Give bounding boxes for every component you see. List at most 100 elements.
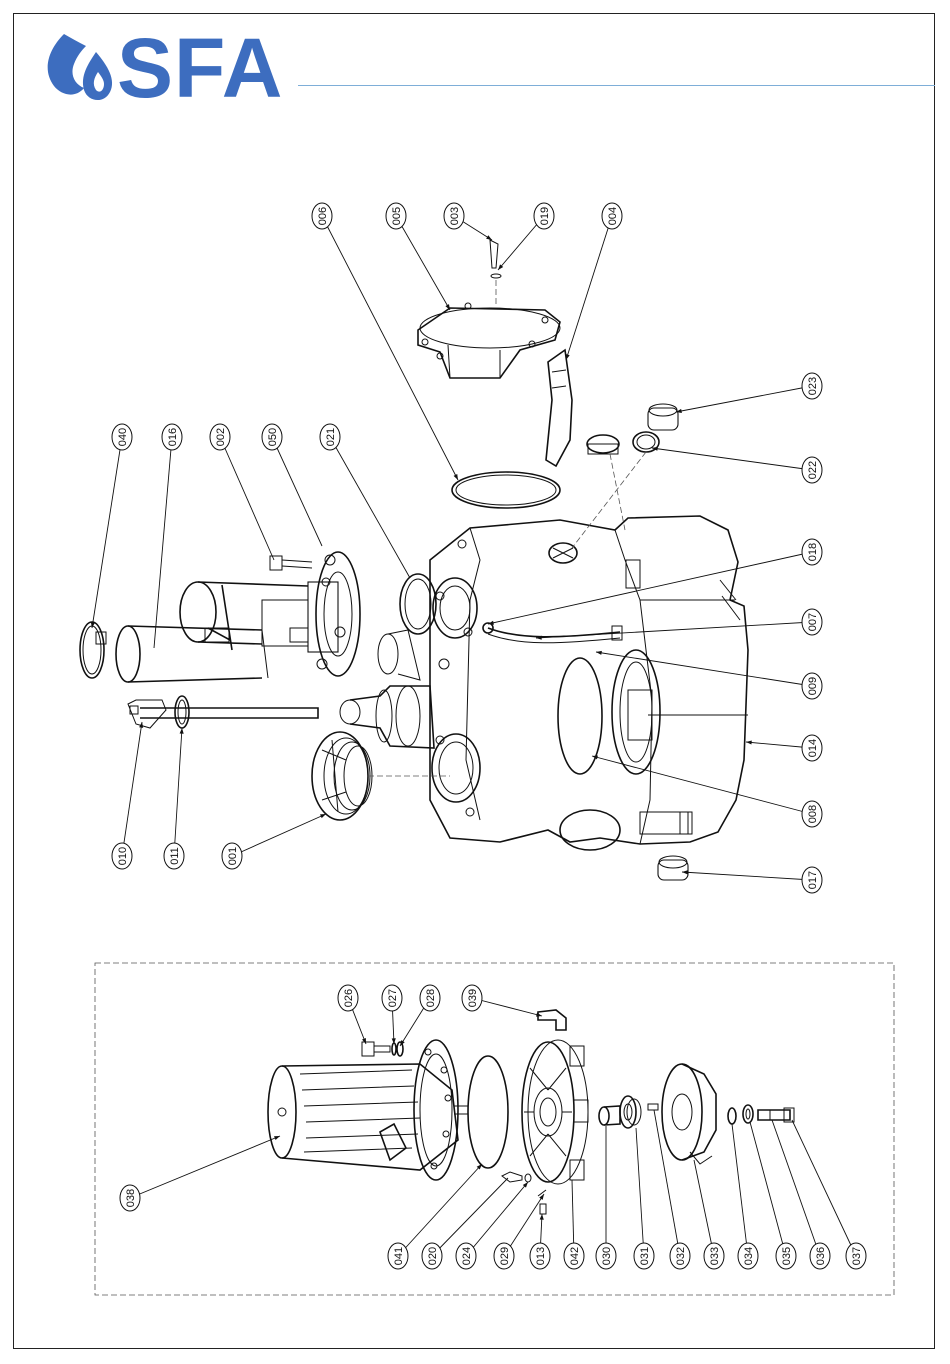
leader-line	[398, 1164, 482, 1256]
pump-casing	[430, 516, 748, 844]
pin-032	[648, 1104, 658, 1110]
hose	[488, 628, 620, 637]
leader-line	[750, 1122, 786, 1256]
callout-001: 001	[222, 814, 326, 869]
casing-edge	[615, 530, 652, 844]
leader-line	[122, 722, 142, 856]
callout-label: 016	[167, 428, 179, 446]
washer-035	[743, 1105, 753, 1123]
clamp-040	[80, 622, 104, 678]
callout-027: 027	[382, 985, 402, 1044]
callout-022: 022	[652, 447, 822, 483]
leader-line	[694, 1160, 714, 1256]
callout-label: 033	[709, 1247, 721, 1265]
callout-label: 034	[743, 1247, 755, 1265]
callout-004: 004	[566, 203, 622, 360]
callout-label: 019	[539, 207, 551, 225]
plug-017	[658, 860, 688, 880]
callout-014: 014	[746, 735, 822, 761]
callout-032: 032	[654, 1110, 690, 1269]
callout-005: 005	[386, 203, 450, 310]
callout-label: 041	[393, 1247, 405, 1265]
leader-line	[220, 437, 274, 560]
plug-013	[540, 1204, 546, 1214]
sleeve-030	[599, 1107, 609, 1125]
plug-023	[648, 408, 678, 430]
callout-011: 011	[164, 728, 184, 869]
lower-assembly	[268, 1010, 794, 1214]
callout-label: 035	[781, 1247, 793, 1265]
leader-arrow	[180, 728, 184, 734]
callout-label: 001	[227, 847, 239, 865]
callout-label: 010	[117, 847, 129, 865]
callout-label: 005	[391, 207, 403, 225]
washer-019	[491, 274, 501, 278]
callout-030: 030	[596, 1126, 616, 1269]
elbow-039	[538, 1010, 566, 1030]
callout-label: 011	[169, 847, 181, 865]
casing-window	[626, 560, 640, 588]
callout-label: 037	[851, 1247, 863, 1265]
leader-arrow	[536, 1013, 542, 1017]
leader-arrow	[486, 235, 492, 240]
gasket-041	[468, 1056, 508, 1168]
callout-label: 022	[807, 461, 819, 479]
leader-line	[732, 1124, 748, 1256]
callout-label: 042	[569, 1247, 581, 1265]
shaft-010	[140, 708, 318, 718]
leader-line	[596, 652, 812, 686]
washer-027	[392, 1043, 396, 1055]
leader-line	[654, 1110, 680, 1256]
o-ring-006	[452, 472, 560, 508]
leader-line	[652, 448, 812, 470]
bolt-026	[362, 1042, 374, 1056]
callout-037: 037	[792, 1120, 866, 1269]
upper-assembly	[80, 240, 748, 880]
callout-034: 034	[732, 1124, 758, 1269]
leader-line	[536, 622, 812, 638]
leader-line	[396, 216, 450, 310]
tube-016	[116, 626, 140, 682]
callout-label: 023	[807, 377, 819, 395]
leader-line	[174, 728, 182, 856]
casing-port-upper-inner	[440, 586, 470, 630]
leader-line	[232, 814, 326, 856]
callout-label: 006	[317, 207, 329, 225]
pin-029	[538, 1190, 546, 1196]
callout-label: 026	[343, 989, 355, 1007]
leader-arrow	[596, 651, 602, 655]
leader-line	[322, 216, 458, 480]
callout-050: 050	[262, 424, 322, 546]
callout-016: 016	[154, 424, 182, 648]
cover-005	[418, 308, 560, 378]
leader-line	[130, 1136, 280, 1198]
callout-033: 033	[694, 1160, 724, 1269]
leader-arrow	[566, 354, 570, 360]
callout-017: 017	[682, 867, 822, 893]
leader-arrow	[454, 474, 458, 480]
callout-label: 038	[125, 1189, 137, 1207]
seal-031	[620, 1096, 636, 1128]
callout-010: 010	[112, 722, 143, 869]
ring-034	[728, 1108, 736, 1124]
leader-line	[272, 437, 322, 546]
callout-009: 009	[596, 651, 822, 699]
adaptor-tube	[180, 582, 216, 642]
leader-line	[154, 437, 172, 648]
bolt-003	[490, 240, 498, 268]
callout-label: 031	[639, 1247, 651, 1265]
leader-arrow	[362, 1038, 366, 1044]
callout-028: 028	[400, 985, 440, 1046]
bracket-033	[662, 1064, 702, 1160]
leader-arrow	[540, 1214, 544, 1220]
callout-label: 029	[499, 1247, 511, 1265]
leader-line	[676, 386, 812, 412]
callout-label: 002	[215, 428, 227, 446]
washer-024	[525, 1174, 531, 1182]
leader-line	[592, 756, 812, 814]
callout-label: 039	[467, 989, 479, 1007]
callout-035: 035	[750, 1122, 796, 1269]
callout-label: 036	[815, 1247, 827, 1265]
callout-label: 030	[601, 1247, 613, 1265]
